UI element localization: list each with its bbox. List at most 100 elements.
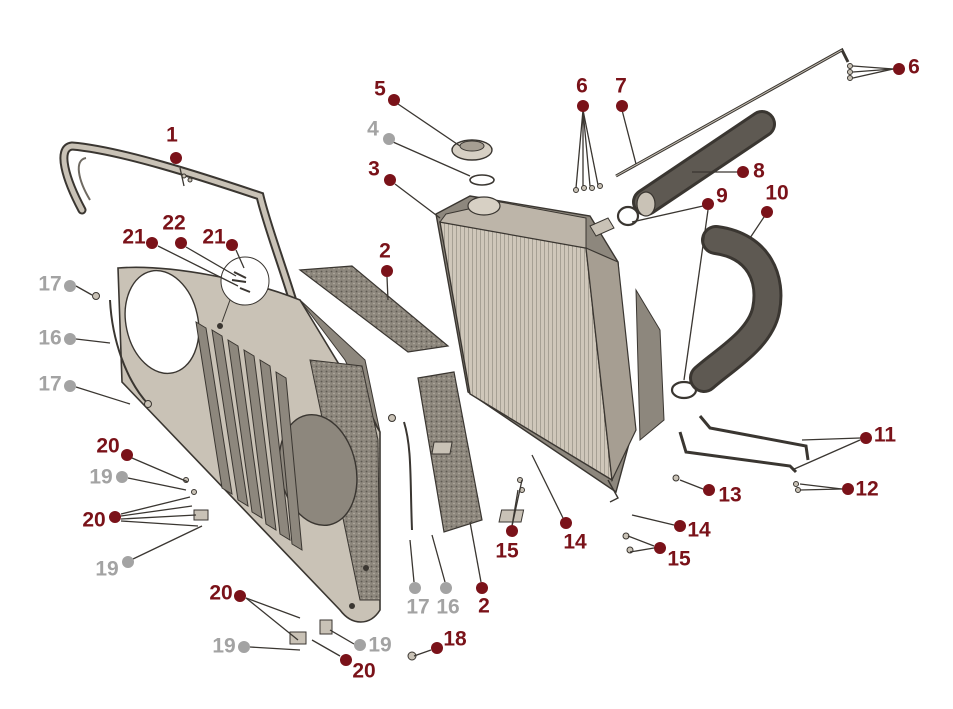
callout-grille-weatherstrip: 1 xyxy=(166,124,185,187)
leader-line xyxy=(852,65,894,70)
leader-line xyxy=(799,488,843,491)
leader-line xyxy=(132,525,203,560)
callout-dot xyxy=(121,449,133,461)
callout-hinge-bolt: 19 xyxy=(89,466,187,491)
callout-grille-hinge: 20 xyxy=(311,639,376,683)
leader-line xyxy=(679,479,704,490)
callout-number: 20 xyxy=(352,660,375,683)
leader-line xyxy=(582,109,599,186)
callout-number: 9 xyxy=(716,185,728,208)
radiator-cap-drawing xyxy=(451,139,495,186)
callout-number: 16 xyxy=(436,596,459,619)
grille-weatherstrip-drawing xyxy=(59,141,309,343)
callout-number: 18 xyxy=(443,628,467,651)
callout-grille-hinge: 20 xyxy=(96,435,189,483)
callout-number: 17 xyxy=(406,596,429,619)
callout-dot xyxy=(674,520,686,532)
callout-mount-hardware: 15 xyxy=(495,479,523,563)
callout-number: 13 xyxy=(718,484,741,507)
leader-line xyxy=(631,205,704,223)
callout-brace-fasteners: 12 xyxy=(799,478,879,501)
leader-line xyxy=(409,539,415,583)
callout-number: 3 xyxy=(368,158,380,181)
callout-number: 5 xyxy=(374,78,386,101)
callout-hinge-bolt: 19 xyxy=(329,629,392,657)
leader-line xyxy=(386,276,389,301)
leader-line xyxy=(749,216,765,239)
leader-line xyxy=(131,457,189,483)
callout-number: 6 xyxy=(576,75,588,98)
leader-line xyxy=(245,597,299,641)
callout-number: 14 xyxy=(687,519,711,542)
leader-line xyxy=(469,521,482,583)
callout-radiator-side-baffle: 2 xyxy=(469,521,490,618)
leader-line xyxy=(852,68,894,79)
leader-line xyxy=(120,505,193,517)
leader-line xyxy=(627,535,655,547)
callout-support-rod: 7 xyxy=(615,75,637,165)
callout-wire-clip: 17 xyxy=(406,539,430,619)
callout-drain-cock: 13 xyxy=(679,479,742,507)
callout-wire-clip: 17 xyxy=(38,273,93,296)
callout-radiator: 3 xyxy=(368,158,441,219)
callout-dot xyxy=(654,542,666,554)
callout-headlight-wire: 16 xyxy=(38,327,111,350)
callout-number: 19 xyxy=(212,635,235,658)
callout-radiator-cap: 5 xyxy=(374,78,461,147)
upper-hose-drawing xyxy=(632,110,776,217)
leader-line xyxy=(179,167,185,187)
callout-wire-clip: 17 xyxy=(38,373,131,405)
support-rod-drawing xyxy=(615,47,850,178)
callout-dot xyxy=(64,380,76,392)
callout-rod-fasteners: 6 xyxy=(575,75,599,189)
callout-dot xyxy=(122,556,134,568)
callout-dot xyxy=(476,582,488,594)
callout-number: 4 xyxy=(367,118,379,141)
clip-detail-inset xyxy=(220,256,270,323)
callout-clip-screw: 22 xyxy=(162,212,237,277)
callout-dot xyxy=(761,206,773,218)
callout-number: 17 xyxy=(38,373,61,396)
callout-number: 12 xyxy=(855,478,878,501)
callout-number: 15 xyxy=(495,540,519,563)
callout-number: 11 xyxy=(874,424,897,447)
callout-dot xyxy=(384,174,396,186)
callout-dot xyxy=(409,582,421,594)
callout-headlight-wire: 16 xyxy=(431,534,460,619)
leader-line xyxy=(120,514,197,520)
callout-dot xyxy=(354,639,366,651)
callout-number: 2 xyxy=(379,240,391,263)
callout-number: 10 xyxy=(765,182,788,205)
callout-dot xyxy=(383,133,395,145)
callout-hose-clamp: 9 xyxy=(631,185,728,381)
leader-line xyxy=(235,249,245,269)
callout-dot xyxy=(146,237,158,249)
headlight-wire-drawing xyxy=(92,292,413,531)
leader-line xyxy=(397,103,461,147)
callout-dot xyxy=(893,63,905,75)
callout-number: 15 xyxy=(667,548,691,571)
leader-line xyxy=(157,245,239,287)
callout-dot xyxy=(560,517,572,529)
leader-line xyxy=(249,646,301,651)
grille-panel-drawing xyxy=(117,266,381,623)
callout-hinge-bolt: 19 xyxy=(95,525,203,581)
leader-line xyxy=(431,534,446,583)
callout-cap-gasket: 4 xyxy=(367,118,471,177)
callout-number: 17 xyxy=(38,273,61,296)
leader-line xyxy=(631,514,675,526)
callout-dot xyxy=(703,484,715,496)
callout-dot xyxy=(431,642,443,654)
leader-line xyxy=(582,109,591,187)
leader-line xyxy=(311,639,341,657)
radiator-drawing xyxy=(435,195,665,503)
callout-mount-pad: 14 xyxy=(631,514,711,542)
callout-rod-fasteners: 6 xyxy=(852,56,920,79)
leader-line xyxy=(575,109,584,189)
callout-weatherstrip-clip: 21 xyxy=(122,226,239,287)
callout-mount-hardware: 15 xyxy=(627,535,691,571)
leader-line xyxy=(75,338,111,344)
callout-dot xyxy=(109,511,121,523)
